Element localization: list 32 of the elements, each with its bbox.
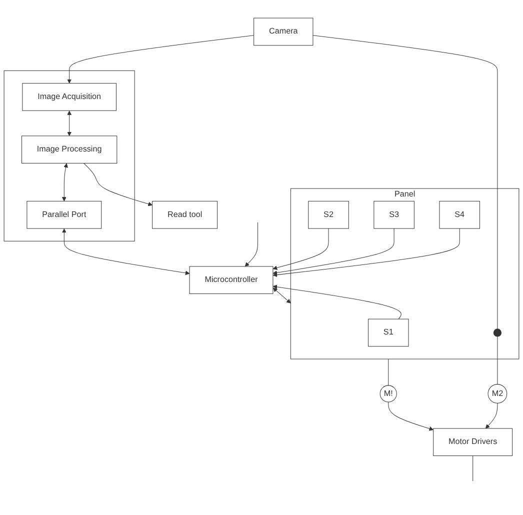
arrow: [67, 110, 72, 136]
arrow: [272, 228, 394, 276]
node-circle: M!: [380, 386, 397, 403]
node-box: S1: [368, 319, 409, 347]
node-box: Parallel Port: [26, 201, 102, 230]
arrow: [388, 402, 434, 432]
arrow: [62, 228, 190, 276]
arrow: [272, 228, 460, 278]
arrow: [62, 164, 68, 202]
node-box: Motor Drivers: [433, 428, 513, 456]
node-box: Read tool: [152, 201, 218, 230]
connector: [497, 336, 498, 385]
arrow: [272, 228, 329, 270]
node-circle: [493, 329, 502, 338]
arrow: [485, 403, 498, 429]
cluster: [4, 70, 135, 242]
arrow: [272, 288, 291, 304]
connector: [472, 456, 474, 482]
connector: [312, 35, 498, 330]
node-box: Image Acquisition: [22, 83, 116, 112]
arrow: [244, 222, 258, 267]
node-box: Microcontroller: [189, 266, 274, 294]
arrow: [67, 35, 254, 84]
node-box: Image Processing: [22, 136, 118, 164]
arrow: [272, 285, 402, 320]
node-circle: M2: [488, 384, 508, 404]
node-box: S2: [308, 201, 349, 230]
connector: [388, 359, 389, 386]
node-box: Camera: [254, 18, 314, 46]
node-box: S4: [439, 201, 480, 230]
node-box: S3: [374, 201, 414, 230]
arrow: [83, 163, 152, 206]
